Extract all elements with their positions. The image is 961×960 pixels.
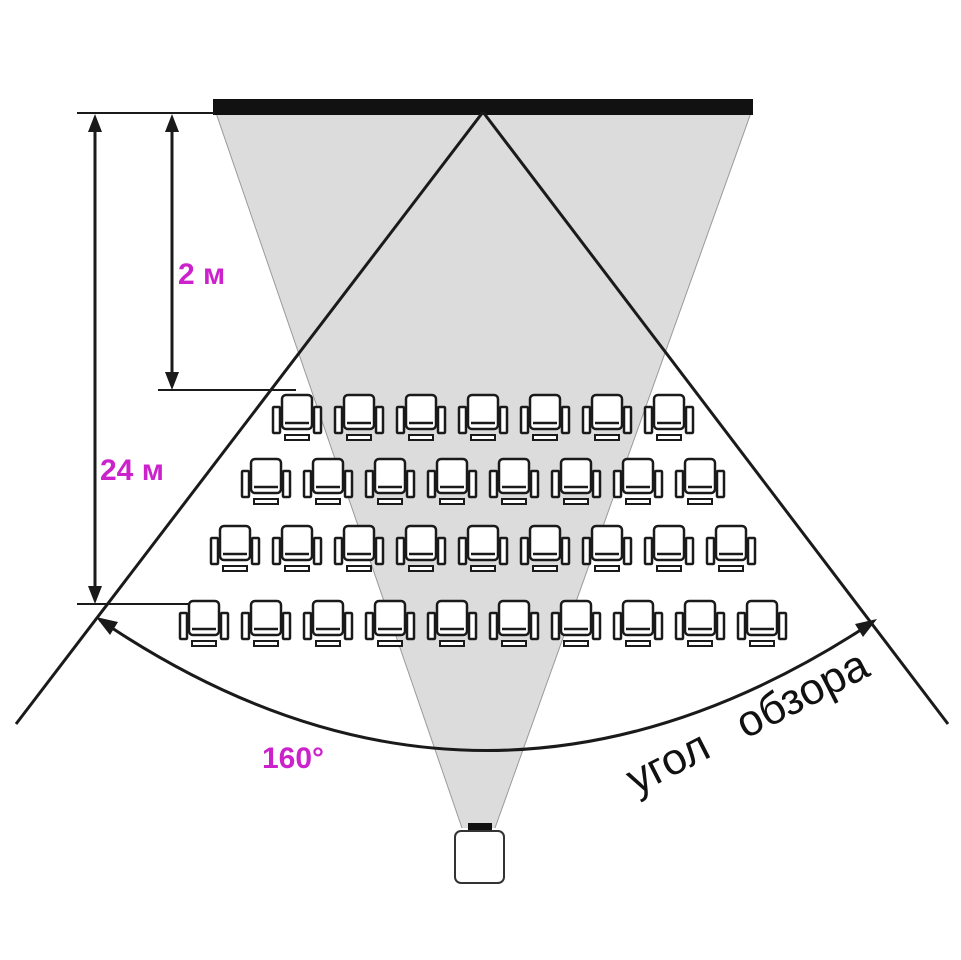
seat: [488, 457, 540, 505]
front-distance-label: 2 м: [178, 258, 225, 291]
seat: [240, 457, 292, 505]
viewing-line-left: [14, 111, 485, 725]
seat: [643, 393, 695, 441]
seat: [240, 599, 292, 647]
seat: [457, 524, 509, 572]
seat: [581, 393, 633, 441]
seat: [674, 457, 726, 505]
seat: [643, 524, 695, 572]
seating-area: [178, 393, 788, 647]
beam-edge-right: [494, 109, 753, 829]
seat: [612, 457, 664, 505]
seat: [457, 393, 509, 441]
seat: [426, 599, 478, 647]
seat: [302, 599, 354, 647]
seat: [364, 599, 416, 647]
screen: [213, 99, 753, 115]
seat: [178, 599, 230, 647]
seat: [705, 524, 757, 572]
seat: [426, 457, 478, 505]
seat: [612, 599, 664, 647]
seat: [395, 524, 447, 572]
seat: [550, 599, 602, 647]
viewing-angle-arc: [99, 618, 874, 752]
front-arrow-head-bottom: [165, 372, 179, 390]
seat: [302, 457, 354, 505]
seat: [395, 393, 447, 441]
beam-edge-left: [214, 109, 463, 829]
back-distance-label: 24 м: [100, 454, 164, 487]
seat: [519, 524, 571, 572]
projector-lens: [468, 823, 492, 833]
seat: [550, 457, 602, 505]
back-arrow-head-top: [88, 114, 102, 132]
angle-value-label: 160°: [262, 742, 324, 775]
arc-arrow-head-right: [855, 619, 877, 637]
seat: [488, 599, 540, 647]
seat: [519, 393, 571, 441]
seat: [271, 393, 323, 441]
viewing-angle-caption: угол обзора: [618, 640, 877, 804]
seat: [333, 393, 385, 441]
seat: [209, 524, 261, 572]
back-arrow-head-bottom: [88, 586, 102, 604]
arc-arrow-head-left: [96, 617, 118, 635]
seat: [271, 524, 323, 572]
seat: [581, 524, 633, 572]
seat: [736, 599, 788, 647]
seat: [674, 599, 726, 647]
projector: [454, 830, 505, 884]
front-arrow-head-top: [165, 114, 179, 132]
seat: [364, 457, 416, 505]
seat: [333, 524, 385, 572]
